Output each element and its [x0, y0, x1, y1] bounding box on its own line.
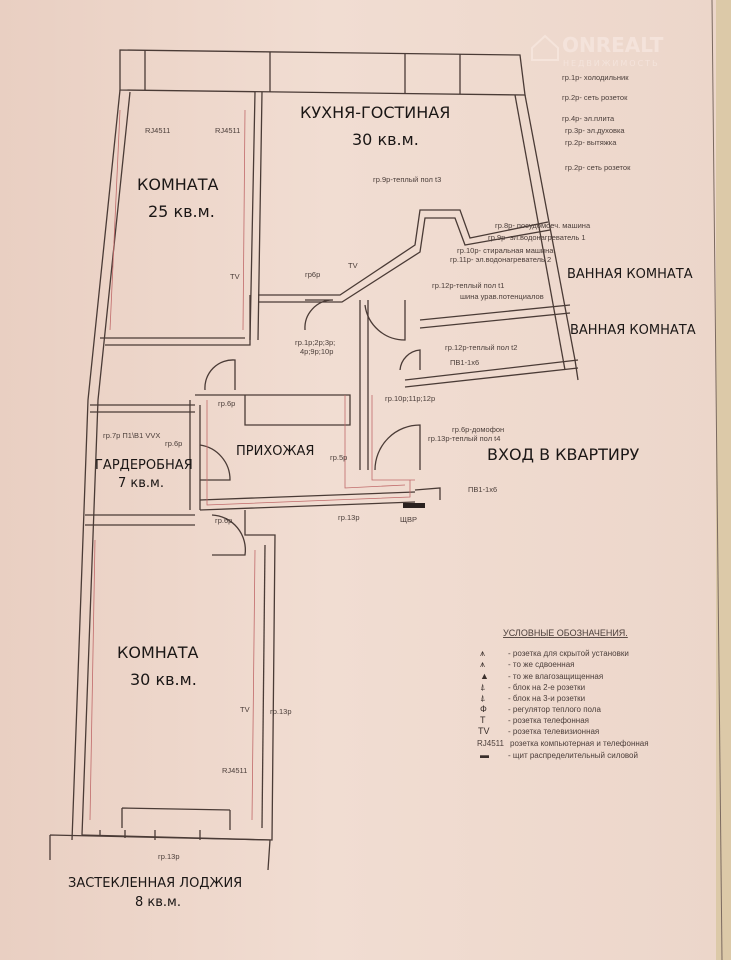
annotation: ПВ1-1х6 [450, 358, 479, 367]
legend-item: RJ4511 розетка компьютерная и телефонная [477, 739, 649, 748]
annotation: гр.1р- холодильник [562, 73, 629, 82]
rj4511-socket-icon: RJ4511 [477, 739, 505, 748]
floor-heating-regulator-icon: Ф [480, 704, 487, 714]
tv-socket-label: TV [240, 705, 250, 714]
legend-text: - то же влагозащищенная [508, 672, 603, 681]
room1-area: 25 кв.м. [148, 202, 215, 221]
annotation: гр.13р [338, 513, 360, 522]
tv-socket-label: TV [348, 261, 358, 270]
tv-socket-label: TV [230, 272, 240, 281]
annotation: гр.10р- стиральная машина [457, 246, 554, 255]
annotation: гр6р [305, 270, 320, 279]
watermark-tagline: НЕДВИЖИМОСТЬ [563, 59, 660, 68]
annotation: ПВ1-1х6 [468, 485, 497, 494]
legend-item: ⩚ - розетка для скрытой установки [480, 648, 629, 658]
paper-edge [716, 0, 731, 960]
wiring [89, 109, 415, 821]
tv-socket-icon: TV [478, 726, 490, 736]
annotation: гр.13р [158, 852, 180, 861]
annotation: гр.11р- эл.водонагреватель 2 [450, 255, 551, 264]
legend-text: - розетка телевизионная [508, 727, 599, 736]
annotation: гр.7р П1\В1 VVX [103, 431, 160, 440]
annotation: гр.9р-теплый пол t3 [373, 175, 441, 184]
annotation: гр.3р- эл.духовка [565, 126, 625, 135]
legend-title: УСЛОВНЫЕ ОБОЗНАЧЕНИЯ. [503, 628, 628, 638]
wardrobe-area: 7 кв.м. [118, 476, 164, 491]
room2-area: 30 кв.м. [130, 670, 197, 689]
circuit-annotations: гр.1р- холодильник гр.2р- сеть розеток г… [103, 73, 631, 861]
doors [199, 299, 421, 556]
two-socket-block-icon: ⍋ [480, 682, 485, 692]
annotation: гр.8р- посудомоеч. машина [495, 221, 591, 230]
panel-label: ЩВР [400, 515, 417, 524]
legend-text: розетка компьютерная и телефонная [510, 739, 649, 748]
legend-item: ▬ - щит распределительный силовой [480, 750, 638, 760]
waterproof-socket-icon: ▲ [480, 671, 489, 681]
annotation: гр.10р;11р;12р [385, 394, 435, 403]
legend-item: ⍋ - блок на 3-и розетки [480, 693, 585, 703]
distribution-panel-icon: ▬ [480, 750, 489, 760]
room1-name: КОМНАТА [137, 175, 219, 194]
double-socket-icon: ⩚ [480, 659, 485, 669]
fold-line [711, 0, 723, 960]
annotation: гр.9р- эл.водонагреватель 1 [488, 233, 586, 242]
legend-item: ⍋ - блок на 2-е розетки [480, 682, 585, 692]
annotation: гр.12р-теплый пол t1 [432, 281, 504, 290]
hidden-socket-icon: ⩚ [480, 648, 485, 658]
legend: УСЛОВНЫЕ ОБОЗНАЧЕНИЯ. ⩚ - розетка для ск… [477, 628, 649, 760]
bath2-name: ВАННАЯ КОМНАТА [570, 323, 696, 338]
annotation: гр.2р- сеть розеток [565, 163, 631, 172]
legend-item: T - розетка телефонная [480, 715, 589, 725]
legend-text: - розетка для скрытой установки [508, 649, 629, 658]
annotation: гр.2р- сеть розеток [562, 93, 628, 102]
entrance-name: ВХОД В КВАРТИРУ [487, 445, 640, 464]
rj-socket-label: RJ4511 [222, 766, 247, 775]
legend-item: TV - розетка телевизионная [478, 726, 599, 736]
three-socket-block-icon: ⍋ [480, 693, 485, 703]
loggia-name: ЗАСТЕКЛЕННАЯ ЛОДЖИЯ [68, 876, 242, 891]
annotation: гр.6р [215, 516, 232, 525]
annotation: гр.13р [270, 707, 292, 716]
legend-item: Ф - регулятор теплого пола [480, 704, 601, 714]
annotation: гр.6р [165, 439, 182, 448]
legend-text: - блок на 3-и розетки [508, 694, 585, 703]
legend-text: - блок на 2-е розетки [508, 683, 585, 692]
annotation: гр.6р-домофон [452, 425, 504, 434]
kitchen-name: КУХНЯ-ГОСТИНАЯ [300, 103, 450, 122]
annotation: гр.12р-теплый пол t2 [445, 343, 517, 352]
kitchen-area: 30 кв.м. [352, 130, 419, 149]
phone-socket-icon: T [480, 715, 486, 725]
annotation: гр.13р-теплый пол t4 [428, 434, 500, 443]
hall-name: ПРИХОЖАЯ [236, 444, 314, 459]
legend-text: - щит распределительный силовой [508, 751, 638, 760]
annotation: гр.5р [330, 453, 347, 462]
wardrobe-name: ГАРДЕРОБНАЯ [95, 458, 193, 473]
watermark-logo: ONREALT НЕДВИЖИМОСТЬ [531, 33, 664, 68]
rj-socket-label: RJ4511 [145, 126, 170, 135]
bath1-name: ВАННАЯ КОМНАТА [567, 267, 693, 282]
legend-item: ▲ - то же влагозащищенная [480, 671, 603, 681]
rj-socket-label: RJ4511 [215, 126, 240, 135]
room2-name: КОМНАТА [117, 643, 199, 662]
legend-text: - розетка телефонная [508, 716, 589, 725]
loggia-area: 8 кв.м. [135, 895, 181, 910]
watermark-brand: ONREALT [562, 33, 664, 57]
annotation: шина урав.потенциалов [460, 292, 544, 301]
annotation: гр.2р- вытяжка [565, 138, 617, 147]
annotation: гр.1р;2р;3р; [295, 338, 335, 347]
legend-text: - регулятор теплого пола [508, 705, 601, 714]
distribution-panel [403, 503, 425, 508]
legend-text: - то же сдвоенная [508, 660, 575, 669]
walls [49, 49, 579, 871]
annotation: 4р;9р;10р [300, 347, 333, 356]
annotation: гр.4р- эл.плита [562, 114, 615, 123]
legend-item: ⩚ - то же сдвоенная [480, 659, 575, 669]
annotation: гр.6р [218, 399, 235, 408]
